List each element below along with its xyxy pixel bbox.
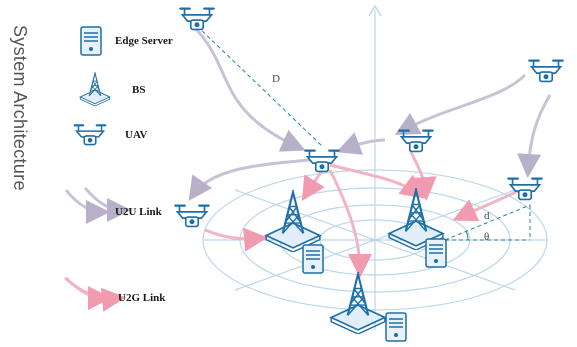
legend-uav-icon (73, 124, 107, 146)
legend-bs-icon (79, 72, 111, 106)
uav-icon (174, 204, 210, 228)
bs-tower-icon (330, 272, 386, 334)
uav-icon (304, 149, 340, 173)
distance-d-label: d (484, 210, 490, 222)
legend-edge-server-icon (80, 26, 102, 56)
distance-D-label: D (272, 73, 280, 85)
dashed-lines (196, 25, 531, 241)
vertical-axis-arrow (368, 4, 382, 17)
legend-edge-server-label: Edge Server (115, 35, 173, 47)
ground-axes (203, 10, 548, 330)
side-title: System Architecture (10, 25, 30, 191)
angle-arc (465, 230, 469, 241)
legend-bs-label: BS (132, 84, 146, 96)
legend-u2g-arrow (64, 276, 112, 310)
legend-u2u-label: U2U Link (115, 206, 162, 218)
uav-icon (179, 7, 215, 31)
u2u-links (83, 26, 552, 222)
bs-tower-icon (265, 190, 321, 252)
legend-uav-label: UAV (125, 129, 148, 141)
uav-icon (507, 177, 543, 201)
angle-theta-label: θ (484, 231, 490, 243)
edge-server-icon (425, 238, 447, 268)
legend-u2g-label: U2G Link (118, 292, 166, 304)
edge-server-icon (385, 312, 407, 342)
edge-server-icon (302, 244, 324, 274)
uav-icon (398, 129, 434, 153)
uav-icon (528, 59, 564, 83)
legend-u2u-arrow (64, 189, 110, 224)
